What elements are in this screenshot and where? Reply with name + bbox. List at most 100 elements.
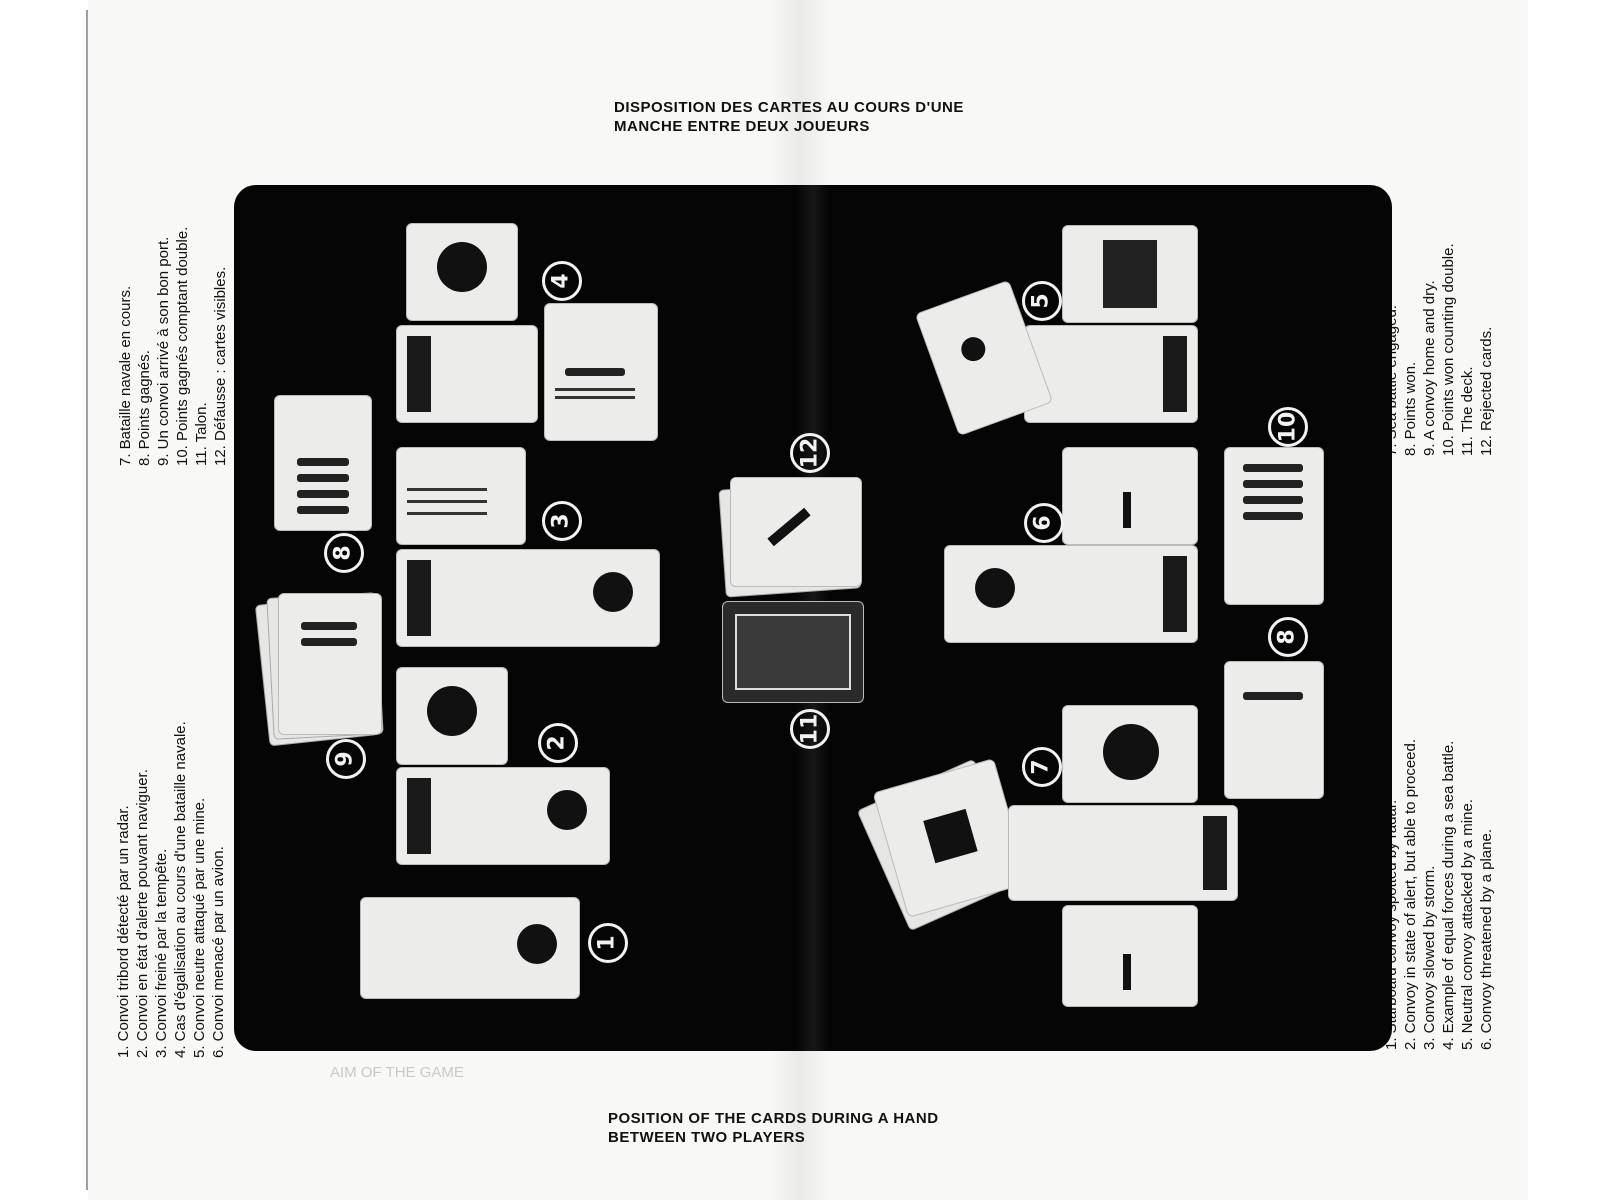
card-alerte <box>396 667 508 765</box>
card-band <box>1103 240 1157 308</box>
legend-french-1-6: 1. Convoi tribord détecté par un radar. … <box>114 721 228 1058</box>
card-milles-2000 <box>1024 325 1198 423</box>
legend-item: 11. Talon. <box>193 402 210 466</box>
card-band <box>407 336 431 412</box>
marker-8-right: 8 <box>1268 617 1308 657</box>
plane-icon <box>1123 954 1131 990</box>
wave-stripe <box>407 500 487 503</box>
card-neutre <box>1062 225 1198 323</box>
marker-7: 7 <box>1022 747 1062 787</box>
marker-10: 10 <box>1268 407 1308 447</box>
legend-item: 9. Un convoi arrivé à son bon port. <box>155 236 172 466</box>
legend-item: 1. Convoi tribord détecté par un radar. <box>115 805 132 1058</box>
show-through-heading: AIM OF THE GAME <box>330 1064 464 1081</box>
legend-item: 4. Cas d'égalisation au cours d'une bata… <box>172 721 189 1058</box>
card-milles-400 <box>1008 805 1238 901</box>
ship-icon <box>1243 692 1303 700</box>
card-milles-400 <box>396 325 538 423</box>
card-milles-1000 <box>944 545 1198 643</box>
marker-1: 1 <box>588 923 628 963</box>
card-radar-cargo-1000 <box>1224 447 1324 605</box>
wave-stripe <box>407 512 487 515</box>
card-cargo-2500 <box>1224 661 1324 799</box>
ship-icon <box>297 474 349 482</box>
legend-item: 10. Points gagnés comptant double. <box>174 226 191 466</box>
legend-item: 8. Points won. <box>1402 361 1419 456</box>
card-band <box>407 778 431 854</box>
card-band <box>1163 556 1187 632</box>
card-band <box>1203 816 1227 890</box>
anchor-icon <box>593 572 633 612</box>
marker-12: 12 <box>790 433 830 473</box>
marker-6: 6 <box>1024 503 1064 543</box>
card-milles-200 <box>396 549 660 647</box>
card-alerte <box>406 223 518 321</box>
card-radar-convoi <box>360 897 580 999</box>
anchor-icon <box>517 924 557 964</box>
title-english-line-1: POSITION OF THE CARDS DURING A HAND <box>608 1110 939 1127</box>
legend-item: 12. Rejected cards. <box>1478 326 1495 456</box>
radar-disc-icon <box>427 686 477 736</box>
ship-icon <box>297 458 349 466</box>
anchor-icon <box>975 568 1015 608</box>
legend-item: 6. Convoy threatened by a plane. <box>1478 829 1495 1050</box>
legend-item: 6. Convoi menacé par un avion. <box>210 846 227 1058</box>
anchor-icon <box>547 790 587 830</box>
legend-item: 12. Défausse : cartes visibles. <box>212 266 229 466</box>
card-avion <box>1062 447 1198 545</box>
legend-item: 2. Convoi en état d'alerte pouvant navig… <box>134 769 151 1058</box>
legend-item: 3. Convoy slowed by storm. <box>1421 865 1438 1050</box>
radar-disc-icon <box>1103 724 1159 780</box>
legend-item: 11. The deck. <box>1459 366 1476 456</box>
legend-item: 7. Bataille navale en cours. <box>117 285 134 466</box>
card-layout-photo: 4 8 3 9 2 1 12 <box>234 185 1392 1051</box>
ship-icon <box>1243 480 1303 488</box>
ship-icon <box>1243 496 1303 504</box>
wave-stripe <box>555 396 635 399</box>
marker-4: 4 <box>542 261 582 301</box>
ship-icon <box>1243 464 1303 472</box>
plane-icon <box>1123 492 1131 528</box>
cruiser-icon <box>923 808 978 864</box>
marker-5: 5 <box>1022 281 1062 321</box>
anchor-icon <box>735 614 851 690</box>
card-avion-touche <box>730 477 862 587</box>
title-english: POSITION OF THE CARDS DURING A HAND BETW… <box>608 1109 939 1147</box>
radar-disc-icon <box>437 242 487 292</box>
card-band <box>407 560 431 636</box>
legend-item: 5. Neutral convoy attacked by a mine. <box>1459 799 1476 1050</box>
card-tempete <box>396 447 526 545</box>
marker-2: 2 <box>538 723 578 763</box>
card-milles-1000 <box>396 767 610 865</box>
plane-icon <box>767 507 811 547</box>
legend-item: 2. Convoy in state of alert, but able to… <box>1402 738 1419 1050</box>
card-cargo-5000 <box>278 593 382 735</box>
legend-english-7-12: 7. Sea battle engaged. 8. Points won. 9.… <box>1382 243 1496 456</box>
card-deck <box>722 601 864 703</box>
destroyer-icon <box>565 368 625 376</box>
card-alerte <box>1062 705 1198 803</box>
card-band <box>1163 336 1187 412</box>
legend-item: 5. Convoi neutre attaqué par une mine. <box>191 797 208 1058</box>
legend-french-7-12: 7. Bataille navale en cours. 8. Points g… <box>116 227 230 466</box>
marker-9: 9 <box>326 739 366 779</box>
legend-item: 10. Points won counting double. <box>1440 243 1457 456</box>
wave-stripe <box>555 388 635 391</box>
mine-icon <box>957 333 989 365</box>
marker-8-left: 8 <box>324 533 364 573</box>
marker-3: 3 <box>542 501 582 541</box>
legend-english-1-6: 1. Starboard convoy spotted by radar. 2.… <box>1382 739 1496 1050</box>
title-french-line-2: MANCHE ENTRE DEUX JOUEURS <box>614 118 870 135</box>
legend-item: 8. Points gagnés. <box>136 350 153 466</box>
ship-icon <box>1243 512 1303 520</box>
wave-stripe <box>407 488 487 491</box>
ship-icon <box>301 622 357 630</box>
ship-icon <box>297 490 349 498</box>
card-destroyer <box>544 303 658 441</box>
title-french: DISPOSITION DES CARTES AU COURS D'UNE MA… <box>614 98 964 136</box>
marker-11: 11 <box>790 709 830 749</box>
title-english-line-2: BETWEEN TWO PLAYERS <box>608 1129 806 1146</box>
legend-item: 9. A convoy home and dry. <box>1421 280 1438 456</box>
legend-item: 3. Convoi freiné par la tempête. <box>153 848 170 1058</box>
ship-icon <box>297 506 349 514</box>
